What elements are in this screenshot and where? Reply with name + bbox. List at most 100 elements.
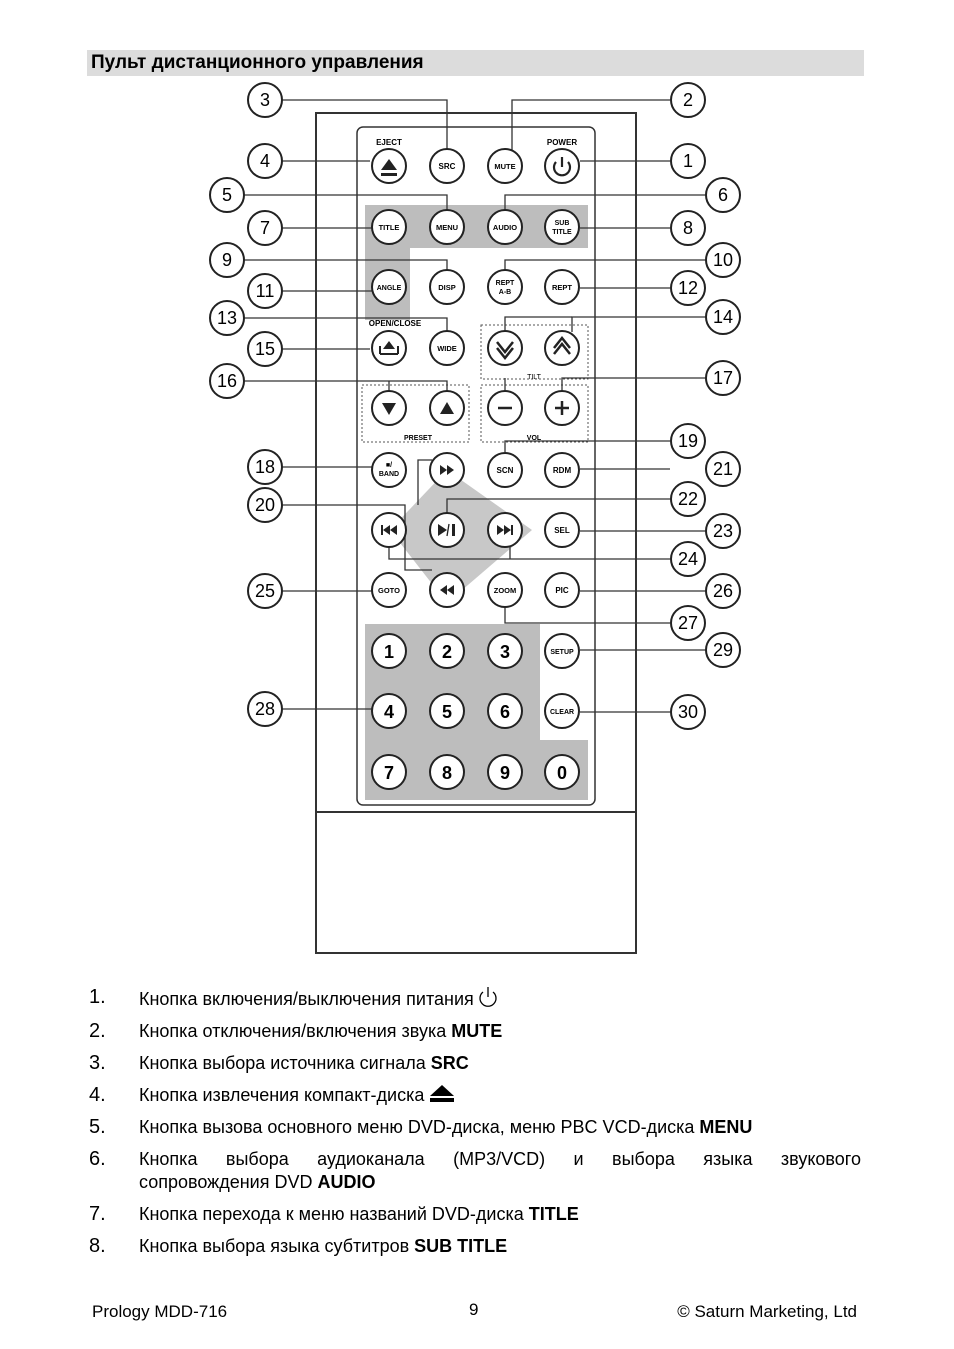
tilt-label: TILT [527, 374, 542, 381]
list-item: 2. Кнопка отключения/включения звука MUT… [89, 1020, 861, 1043]
callout-28: 28 [247, 691, 283, 727]
callout-19: 19 [670, 423, 706, 459]
callout-8: 8 [670, 210, 706, 246]
item-text: Кнопка отключения/включения звука [139, 1021, 452, 1041]
menu-button[interactable]: MENU [429, 209, 465, 245]
src-button[interactable]: SRC [429, 148, 465, 184]
previous-button[interactable] [371, 512, 407, 548]
eject-button[interactable] [371, 148, 407, 184]
digit-2-button[interactable]: 2 [429, 633, 465, 669]
tilt-down-button[interactable] [487, 330, 523, 366]
callout-number: 23 [713, 521, 733, 541]
svg-text:RDM: RDM [553, 466, 572, 475]
svg-text:BAND: BAND [379, 471, 399, 478]
svg-text:GOTO: GOTO [378, 586, 400, 595]
forward-button[interactable] [429, 452, 465, 488]
callout-number: 21 [713, 459, 733, 479]
preset-up-button[interactable] [429, 390, 465, 426]
svg-text:5: 5 [442, 702, 452, 722]
callout-number: 6 [718, 185, 728, 205]
angle-button[interactable]: ANGLE [371, 269, 407, 305]
svg-text:7: 7 [384, 763, 394, 783]
list-item: 8. Кнопка выбора языка субтитров SUB TIT… [89, 1235, 861, 1258]
power-button[interactable] [544, 148, 580, 184]
vol-down-button[interactable] [487, 390, 523, 426]
svg-text:2: 2 [442, 642, 452, 662]
callout-3: 3 [247, 82, 283, 118]
vol-label: VOL [527, 435, 542, 442]
power-icon [479, 987, 497, 1007]
open-close-label: OPEN/CLOSE [369, 319, 422, 328]
svg-text:■/: ■/ [386, 462, 392, 469]
svg-text:TITLE: TITLE [379, 223, 400, 232]
repeat-button[interactable]: REPT [544, 269, 580, 305]
digit-5-button[interactable]: 5 [429, 693, 465, 729]
item-number: 1. [89, 986, 106, 1008]
item-keyword: SRC [430, 1053, 469, 1073]
callout-20: 20 [247, 487, 283, 523]
disp-button[interactable]: DISP [429, 269, 465, 305]
rewind-button[interactable] [429, 572, 465, 608]
item-text: Кнопка выбора источника сигнала [139, 1053, 431, 1073]
item-number: 2. [89, 1020, 106, 1042]
play-pause-button[interactable] [429, 512, 465, 548]
callout-number: 12 [678, 278, 698, 298]
page-number: 9 [469, 1300, 479, 1319]
digit-8-button[interactable]: 8 [429, 754, 465, 790]
preset-label: PRESET [404, 435, 433, 442]
callout-number: 30 [678, 702, 698, 722]
tilt-up-button[interactable] [544, 330, 580, 366]
wide-button[interactable]: WIDE [429, 330, 465, 366]
svg-text:DISP: DISP [438, 283, 456, 292]
rdm-button[interactable]: RDM [544, 452, 580, 488]
stop-band-button[interactable]: ■/ BAND [371, 452, 407, 488]
preset-down-button[interactable] [371, 390, 407, 426]
callout-number: 19 [678, 431, 698, 451]
setup-button[interactable]: SETUP [544, 633, 580, 669]
svg-text:TITLE: TITLE [552, 229, 572, 236]
audio-button[interactable]: AUDIO [487, 209, 523, 245]
digit-6-button[interactable]: 6 [487, 693, 523, 729]
callout-22: 22 [670, 481, 706, 517]
next-button[interactable] [487, 512, 523, 548]
mute-button[interactable]: MUTE [487, 148, 523, 184]
digit-3-button[interactable]: 3 [487, 633, 523, 669]
callout-number: 2 [683, 90, 693, 110]
callout-number: 22 [678, 489, 698, 509]
digit-1-button[interactable]: 1 [371, 633, 407, 669]
svg-text:0: 0 [557, 763, 567, 783]
clear-button[interactable]: CLEAR [544, 693, 580, 729]
button-description-list: 1. Кнопка включения/выключения питания 2… [89, 986, 861, 1267]
digit-7-button[interactable]: 7 [371, 754, 407, 790]
digit-0-button[interactable]: 0 [544, 754, 580, 790]
digit-4-button[interactable]: 4 [371, 693, 407, 729]
scn-button[interactable]: SCN [487, 452, 523, 488]
callout-15: 15 [247, 331, 283, 367]
item-number: 5. [89, 1116, 106, 1138]
vol-up-button[interactable] [544, 390, 580, 426]
callout-number: 8 [683, 218, 693, 238]
callout-number: 9 [222, 250, 232, 270]
digit-9-button[interactable]: 9 [487, 754, 523, 790]
sel-button[interactable]: SEL [544, 512, 580, 548]
callout-number: 27 [678, 613, 698, 633]
pic-button[interactable]: PIC [544, 572, 580, 608]
zoom-button[interactable]: ZOOM [487, 572, 523, 608]
callout-2: 2 [670, 82, 706, 118]
callout-25: 25 [247, 573, 283, 609]
svg-text:REPT: REPT [496, 280, 515, 287]
goto-button[interactable]: GOTO [371, 572, 407, 608]
section-header: Пульт дистанционного управления [87, 50, 864, 76]
callout-number: 20 [255, 495, 275, 515]
callout-number: 3 [260, 90, 270, 110]
svg-text:9: 9 [500, 763, 510, 783]
title-button[interactable]: TITLE [371, 209, 407, 245]
callout-number: 15 [255, 339, 275, 359]
open-close-button[interactable] [371, 330, 407, 366]
callout-9: 9 [209, 242, 245, 278]
item-text: Кнопка извлечения компакт-диска [139, 1085, 425, 1105]
item-text: Кнопка перехода к меню названий DVD-диск… [139, 1204, 529, 1224]
svg-text:CLEAR: CLEAR [550, 709, 574, 716]
